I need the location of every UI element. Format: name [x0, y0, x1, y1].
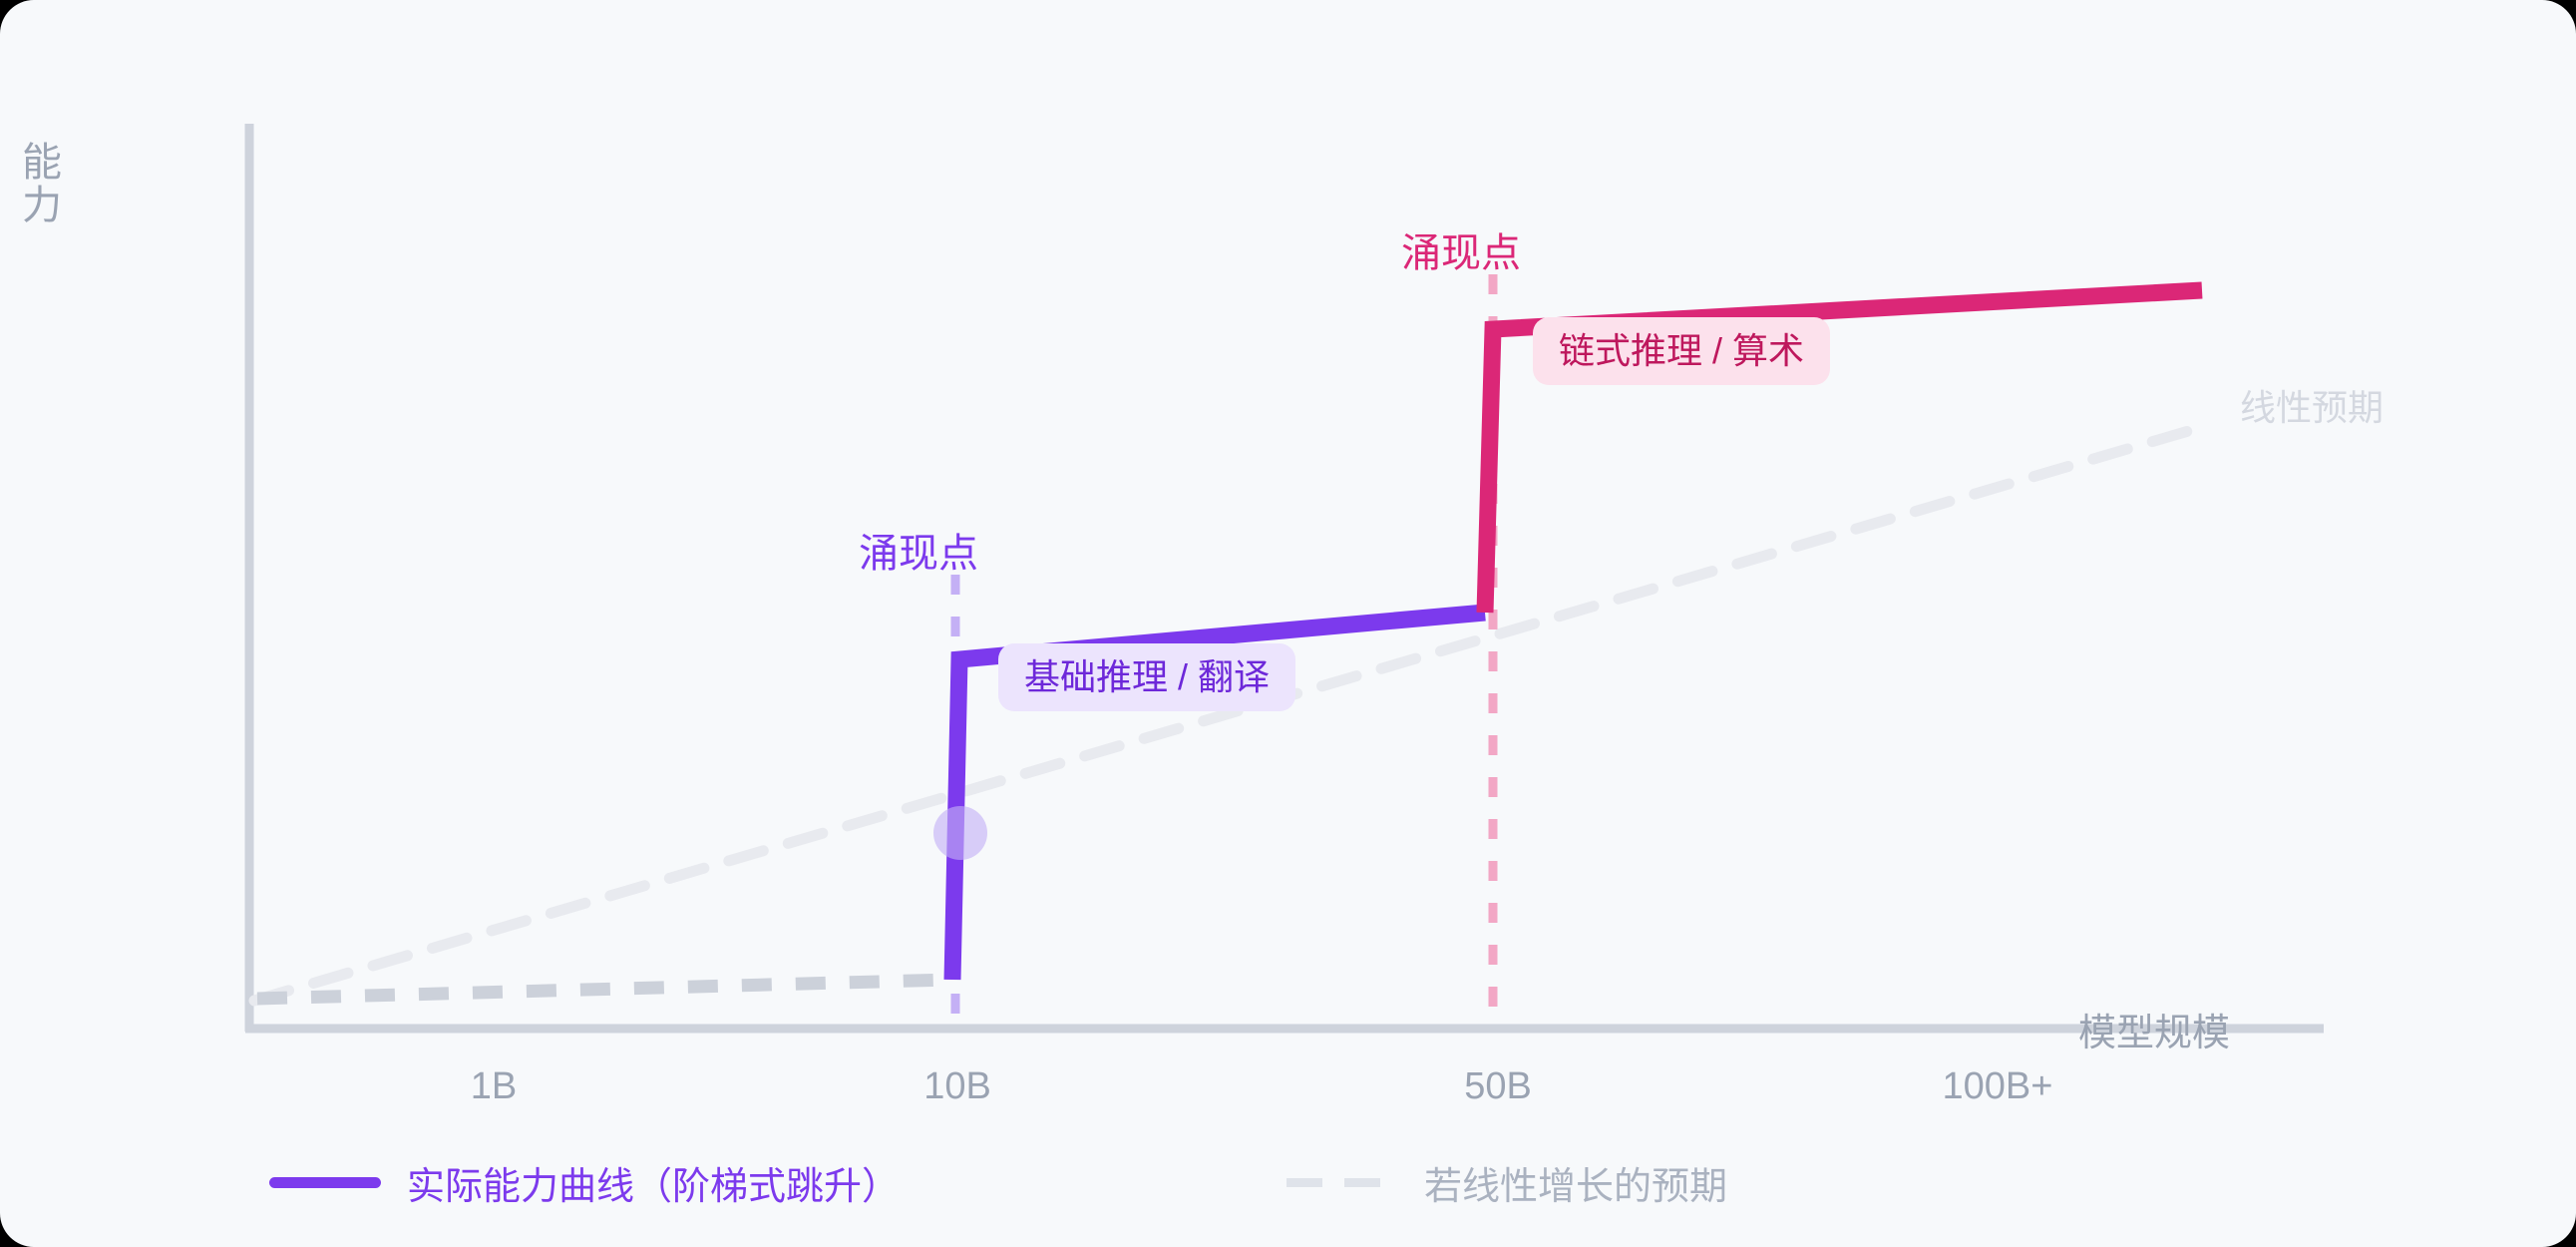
pre-emergence-flat-segment [256, 973, 951, 1006]
x-axis-label: 模型规模 [2078, 1013, 2231, 1054]
capability-curve-pink [1476, 281, 2203, 614]
x-tick-100b: 100B+ [1942, 1065, 2053, 1107]
legend-item-linear[interactable]: 若线性增长的预期 [1287, 1147, 1727, 1217]
legend-solid-line-icon [269, 1176, 381, 1188]
legend-dashed-line-icon [1287, 1177, 1398, 1187]
capability-curve-purple [943, 604, 1486, 981]
capability-pill-chain: 链式推理 / 算术 [1533, 317, 1831, 385]
legend-item-actual[interactable]: 实际能力曲线（阶梯式跳升） [269, 1147, 900, 1217]
capability-pill-basic: 基础推理 / 翻译 [998, 643, 1296, 711]
y-axis-label: 能力 [22, 141, 62, 228]
legend-actual-label: 实际能力曲线（阶梯式跳升） [407, 1165, 901, 1208]
emergence-label-50b: 涌现点 [1401, 231, 1521, 275]
linear-expectation-line [248, 421, 2208, 1007]
x-tick-50b: 50B [1464, 1065, 1532, 1107]
emergence-label-10b: 涌现点 [859, 532, 978, 576]
emergence-marker-10b [933, 806, 987, 860]
x-tick-1b: 1B [470, 1065, 518, 1107]
linear-expectation-note: 线性预期 [2240, 387, 2385, 428]
x-tick-10b: 10B [923, 1065, 991, 1107]
chart-legend: 实际能力曲线（阶梯式跳升） 若线性增长的预期 [0, 1147, 2576, 1217]
legend-linear-label: 若线性增长的预期 [1424, 1165, 1728, 1208]
